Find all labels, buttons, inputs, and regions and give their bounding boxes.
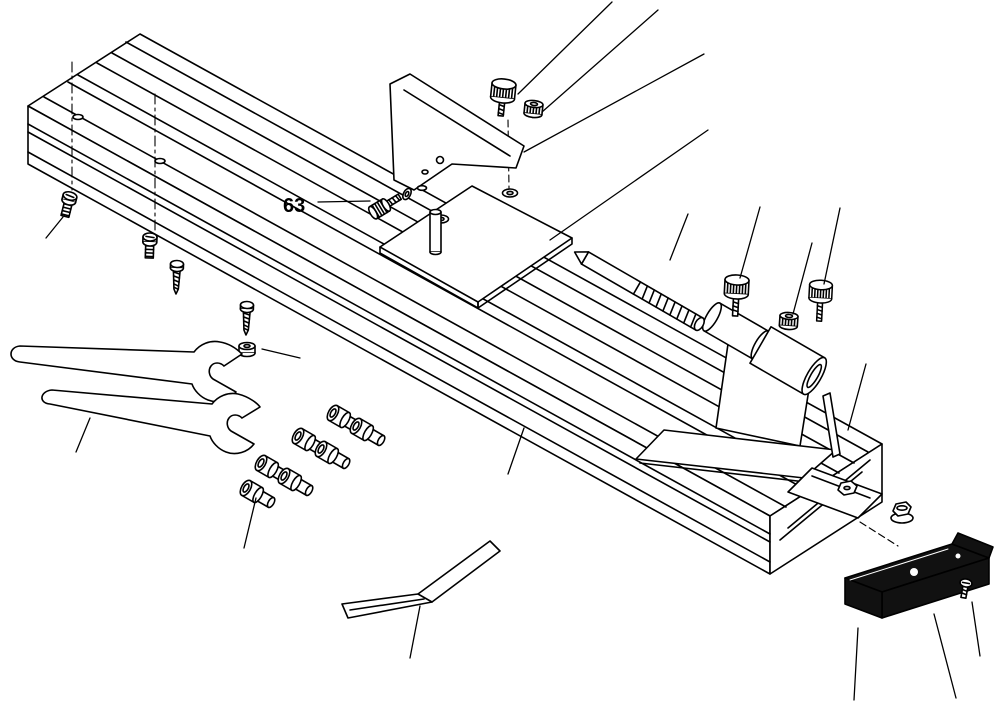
leader-line <box>507 427 525 475</box>
knurled-nut <box>778 311 800 331</box>
leader-line <box>823 207 841 285</box>
washer <box>402 187 412 201</box>
leader-line <box>517 1 613 95</box>
leader-line <box>739 206 761 279</box>
socket-head-bolt <box>347 415 389 451</box>
open-end-wrench-large <box>10 340 243 403</box>
socket-head-bolt <box>237 477 279 513</box>
leader-line <box>549 129 709 241</box>
leader-line <box>853 627 859 701</box>
mounting-plate <box>379 185 573 309</box>
centerline <box>859 521 899 547</box>
locking-screw-63 <box>367 184 428 220</box>
guide-pin <box>429 208 442 256</box>
thumb-knob <box>723 273 751 317</box>
callout-63-label: 63 <box>283 195 305 217</box>
socket-head-bolt <box>275 465 317 501</box>
leader-line <box>971 601 981 657</box>
hex-bolt <box>890 501 914 524</box>
socket-head-bolt <box>312 438 354 474</box>
angle-bracket <box>389 73 525 191</box>
threaded-rod <box>573 251 706 332</box>
leader-lines <box>45 1 981 701</box>
leader-line <box>847 363 867 431</box>
leader-line <box>317 200 371 203</box>
wood-screw <box>238 300 255 337</box>
leader-line <box>541 9 659 113</box>
leader-line <box>933 613 957 699</box>
stop-block <box>844 532 994 619</box>
block-hole <box>955 553 961 559</box>
rail-hole <box>154 157 166 165</box>
thumb-screw <box>489 76 518 117</box>
wood-screw <box>168 259 185 296</box>
leader-line <box>792 242 813 315</box>
leader-line <box>669 213 689 261</box>
clamp-body <box>701 302 828 396</box>
leader-line <box>523 53 705 153</box>
stop-block-screw <box>959 578 973 600</box>
block-hole <box>910 568 918 576</box>
pan-head-screw <box>57 189 79 219</box>
rail-hole <box>72 113 84 121</box>
bent-flat-bar <box>341 540 501 619</box>
clamp-pin <box>822 392 841 458</box>
leader-line <box>243 497 257 549</box>
thumb-knob <box>807 278 834 322</box>
leader-line <box>261 348 301 359</box>
knurled-nut <box>522 98 545 120</box>
leader-line <box>45 216 64 239</box>
open-end-wrench-small <box>41 389 261 455</box>
rail-end-bracket <box>787 467 883 519</box>
rail-hole <box>416 184 428 192</box>
pan-head-screw <box>141 231 158 260</box>
leader-line <box>75 417 91 453</box>
leader-line <box>409 605 421 659</box>
